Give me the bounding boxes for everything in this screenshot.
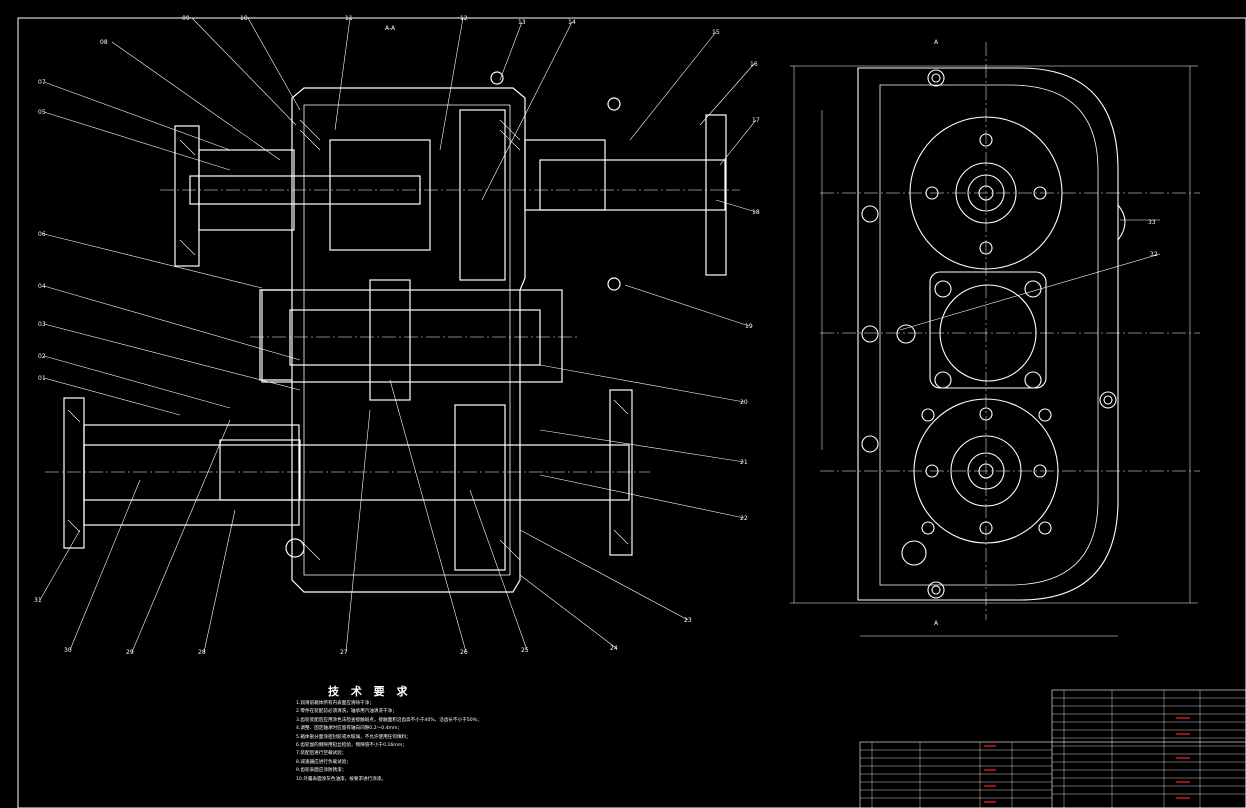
part-label: 23 (684, 617, 692, 624)
part-label: 22 (740, 515, 748, 522)
side-bolts (861, 69, 1117, 599)
lower-coupling (219, 439, 301, 501)
tech-requirement-item: 8.减速器应进行负载试验； (296, 759, 351, 765)
part-label: 03 (38, 321, 46, 328)
part-label: 26 (460, 649, 468, 656)
tech-requirement-item: 2.零件在装配前必须清洗，轴承用汽油清洗干净； (296, 709, 397, 715)
bolt-3 (607, 277, 621, 291)
part-label: 14 (568, 19, 576, 26)
part-label: 04 (38, 283, 46, 290)
tech-requirement-item: 10.外露表面涂灰色油漆，按要求进行涂漆。 (296, 776, 386, 782)
output-flange-right (705, 114, 727, 276)
tech-requirement-item: 5.箱体剖分面涂密封胶或水玻璃，不允许使用任何填料； (296, 734, 411, 740)
part-label: 12 (460, 15, 468, 22)
lower-flange-right (609, 389, 633, 556)
tech-requirement-item: 4.调整、固定轴承时应留有轴向间隙0.2～0.4mm； (296, 726, 403, 732)
bolt-1 (285, 538, 305, 558)
view-mark-top: A (934, 39, 939, 46)
part-label: 02 (38, 353, 46, 360)
part-label: 21 (740, 459, 748, 466)
leader-lines (39, 17, 1161, 653)
output-shaft-right (539, 159, 726, 211)
part-label: 25 (521, 647, 529, 654)
lower-gear (454, 404, 506, 571)
part-label: 11 (345, 15, 353, 22)
view-mark-bottom: A (934, 620, 939, 627)
part-label: 31 (34, 597, 42, 604)
part-label: 10 (240, 15, 248, 22)
part-label: 27 (340, 649, 348, 656)
part-label: 19 (745, 323, 753, 330)
bevel-gear-upper (329, 139, 431, 251)
tech-requirements-list: 1.润滑前箱体所有内表面应清除干净； 2.零件在装配前必须清洗，轴承用汽油清洗干… (296, 700, 482, 784)
part-label: 24 (610, 645, 618, 652)
section-view (45, 71, 740, 593)
side-view (790, 42, 1200, 637)
bolt-4 (490, 71, 504, 85)
part-labels: 08 09 10 11 12 13 14 15 16 17 18 19 20 2… (34, 15, 1158, 656)
tech-requirement-item: 9.齿轮表面应涂防锈漆； (296, 768, 347, 774)
housing-outline (259, 87, 526, 593)
part-label: 13 (518, 19, 526, 26)
part-label: 16 (750, 61, 758, 68)
lower-flange-left (63, 397, 85, 549)
tech-requirement-item: 1.润滑前箱体所有内表面应清除干净； (296, 701, 374, 706)
lower-shaft (83, 444, 630, 501)
side-center-lines (820, 42, 1200, 620)
part-label: 28 (198, 649, 206, 656)
bom-red-marks (984, 717, 1190, 803)
part-label: 33 (1148, 219, 1156, 226)
part-label: 18 (752, 209, 760, 216)
dimension-lines (790, 65, 1198, 637)
middle-gear (369, 279, 411, 401)
section-label: A-A (385, 25, 396, 32)
hatch-marks (67, 119, 629, 561)
part-label: 20 (740, 399, 748, 406)
part-label: 15 (712, 29, 720, 36)
bolt-2 (607, 97, 621, 111)
oil-sight-plug (1117, 204, 1126, 241)
part-label: 01 (38, 375, 46, 382)
output-cover-right (524, 139, 606, 211)
gear-upper-right (459, 109, 506, 281)
tech-requirements-title: 技 术 要 求 (328, 685, 412, 698)
drawing-border (17, 17, 1246, 808)
part-label: 06 (38, 231, 46, 238)
side-view-inner (879, 84, 1099, 586)
side-view-outline (857, 67, 1119, 601)
part-label: 17 (752, 117, 760, 124)
part-label: 29 (126, 649, 134, 656)
middle-housing (261, 289, 563, 383)
middle-cover (929, 271, 1047, 389)
center-lines (45, 189, 740, 473)
part-label: 30 (64, 647, 72, 654)
bom-table (859, 689, 1246, 808)
part-label: 08 (100, 39, 108, 46)
part-label: 07 (38, 79, 46, 86)
tech-requirement-item: 7.装配后进行空载试验； (296, 751, 347, 757)
housing-inner (303, 104, 511, 576)
tech-requirement-item: 6.齿轮副的侧隙用铅丝检验，侧隙值不小于0.16mm； (296, 743, 407, 749)
bom-rows (860, 690, 1246, 808)
part-label: 05 (38, 109, 46, 116)
tech-requirement-item: 3.齿轮装配后应用涂色法检查接触斑点，接触面积沿齿高不小于40%，沿齿长不小于5… (296, 717, 482, 723)
middle-shaft (289, 309, 541, 366)
part-label: 32 (1150, 251, 1158, 258)
part-label: 09 (182, 15, 190, 22)
